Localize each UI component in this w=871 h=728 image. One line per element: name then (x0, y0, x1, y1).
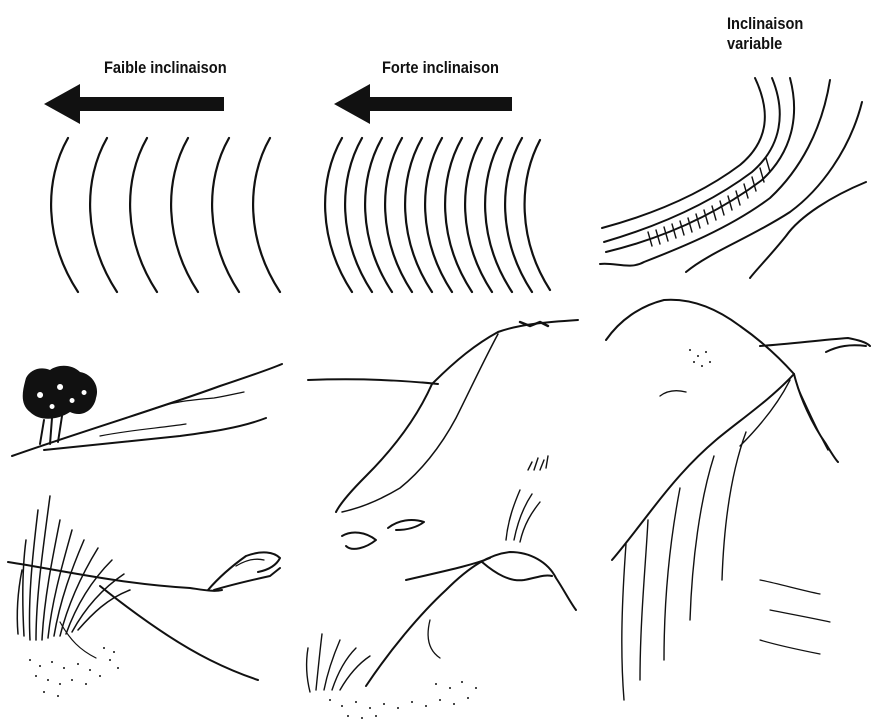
arrow-left-icon-faible (44, 84, 224, 124)
tree-icon (23, 366, 97, 444)
landscape-variable (606, 300, 870, 700)
arrow-left-icon-forte (334, 84, 512, 124)
stipple-variable (689, 349, 711, 367)
landscape-forte (308, 320, 578, 686)
contour-lines-variable (600, 78, 866, 278)
contour-lines-faible (51, 138, 280, 292)
grass-clump-forte (307, 456, 548, 692)
grass-clump-faible (17, 496, 130, 640)
stipple-forte (329, 681, 477, 719)
stipple-faible (29, 647, 119, 697)
contour-lines-forte (325, 138, 550, 292)
